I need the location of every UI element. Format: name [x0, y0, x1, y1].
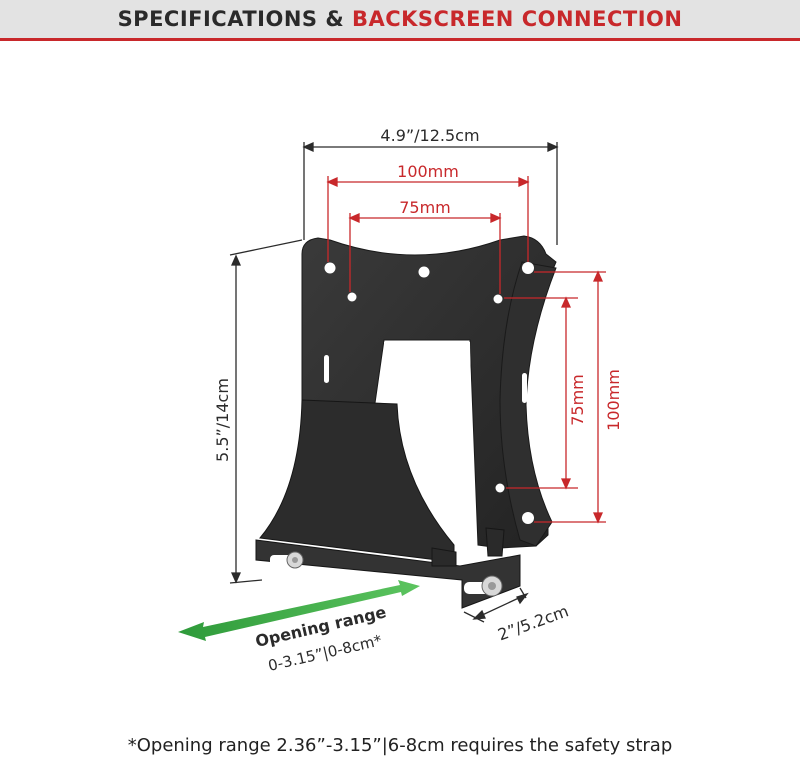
adjust-slot: [522, 373, 527, 403]
vesa-hole: [493, 294, 503, 304]
vesa-hole: [418, 266, 430, 278]
adjust-slot: [324, 355, 329, 383]
overall-width-label: 4.9”/12.5cm: [380, 126, 479, 145]
depth-label: 2”/5.2cm: [495, 601, 571, 644]
vesa-hole: [347, 292, 357, 302]
bracket-diagram: 4.9”/12.5cm 5.5”/14cm 100mm 75mm 75mm 10…: [178, 126, 623, 675]
page-title: SPECIFICATIONS & BACKSCREEN CONNECTION: [118, 7, 683, 31]
header-bar: SPECIFICATIONS & BACKSCREEN CONNECTION: [0, 0, 800, 41]
vesa-hole: [495, 483, 505, 493]
screw-icon: [481, 575, 503, 597]
adjust-slot: [270, 555, 292, 569]
vesa-hole: [324, 262, 336, 274]
vesa-100mm-vertical-label: 100mm: [604, 369, 623, 431]
wall-mount-bracket: [255, 235, 557, 609]
overall-dimensions: [229, 141, 559, 623]
vesa-dimensions: [326, 176, 606, 524]
title-part-specifications: SPECIFICATIONS &: [117, 7, 352, 31]
title-part-backscreen: BACKSCREEN CONNECTION: [351, 7, 683, 31]
vesa-hole: [522, 512, 534, 524]
vesa-hole: [522, 262, 534, 274]
overall-height-label: 5.5”/14cm: [213, 378, 232, 462]
vesa-100mm-horizontal-label: 100mm: [397, 162, 459, 181]
vesa-75mm-vertical-label: 75mm: [568, 374, 587, 426]
side-flange: [499, 261, 557, 547]
screw-icon: [286, 551, 304, 569]
safety-strap-footnote: *Opening range 2.36”-3.15”|6-8cm require…: [127, 735, 673, 756]
opening-range-arrow-icon: [178, 580, 420, 641]
vesa-75mm-horizontal-label: 75mm: [399, 198, 451, 217]
